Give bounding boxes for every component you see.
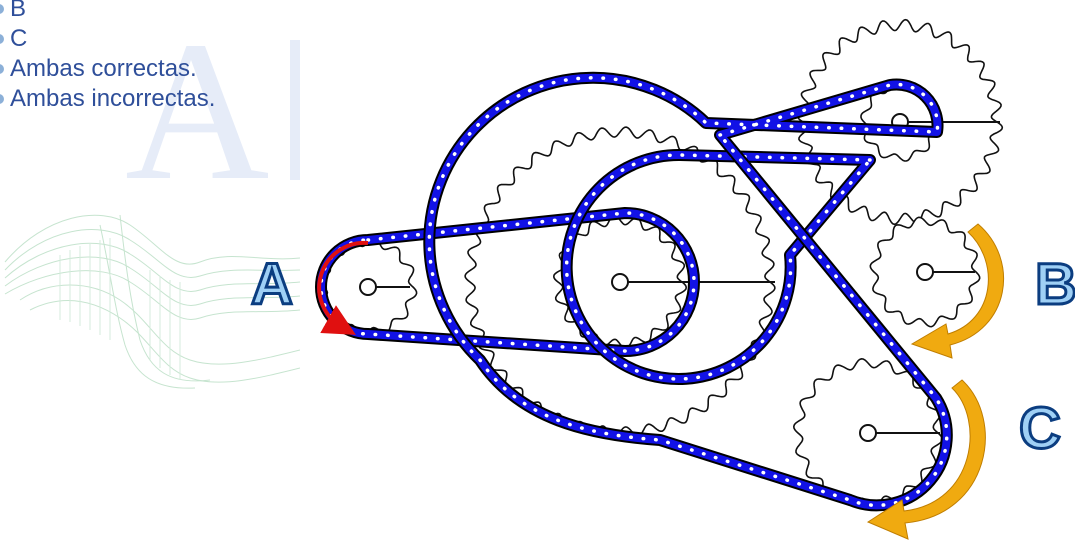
question-panel: A B C Ambas correctas. Ambas incorrectas… bbox=[0, 0, 300, 549]
answer-options: B C Ambas correctas. Ambas incorrectas. bbox=[0, 0, 215, 114]
input-rotation-arrow bbox=[317, 240, 369, 335]
watermark-decoration: A bbox=[4, 1, 300, 389]
answer-option[interactable]: Ambas correctas. bbox=[0, 54, 215, 84]
label-a: A bbox=[251, 252, 293, 317]
answer-option[interactable]: C bbox=[0, 24, 215, 54]
svg-text:A: A bbox=[125, 1, 269, 222]
label-b: B bbox=[1035, 252, 1075, 317]
chain-loop-inner bbox=[562, 150, 874, 383]
output-arrow-c bbox=[866, 379, 986, 540]
output-arrow-b bbox=[910, 223, 1005, 359]
answer-option[interactable]: B bbox=[0, 0, 215, 24]
gears bbox=[318, 18, 1004, 509]
answer-option[interactable]: Ambas incorrectas. bbox=[0, 84, 215, 114]
label-c: C bbox=[1019, 396, 1061, 461]
